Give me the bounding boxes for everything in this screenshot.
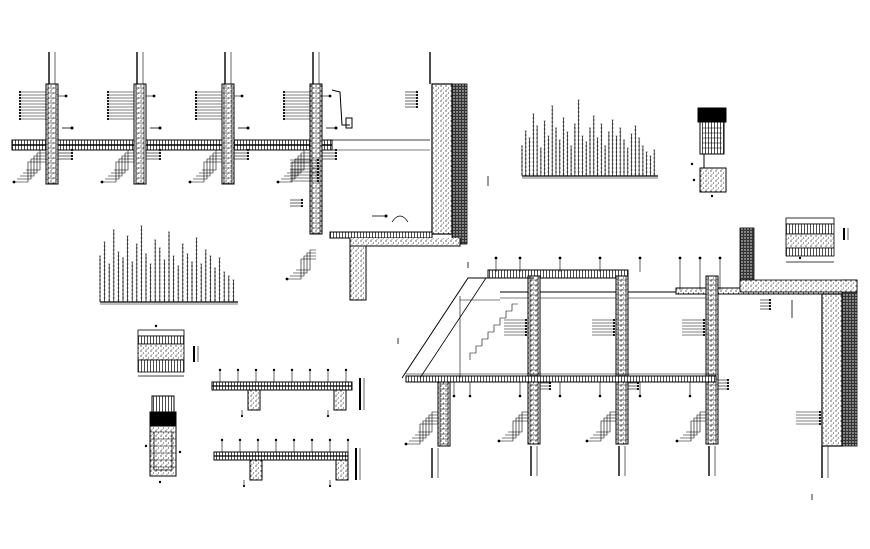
annotation-block-lower — [99, 225, 238, 305]
annotation-block-upper — [521, 99, 658, 179]
column-detail-upper-right — [690, 107, 727, 198]
slab-detail-right — [785, 217, 849, 263]
beam-detail-lower — [213, 438, 361, 488]
structural-section-left — [11, 52, 489, 301]
slab-detail-left — [137, 324, 199, 377]
column-detail-lower-left — [144, 395, 182, 484]
beam-detail-upper — [211, 368, 365, 418]
structural-section-right — [397, 227, 858, 500]
